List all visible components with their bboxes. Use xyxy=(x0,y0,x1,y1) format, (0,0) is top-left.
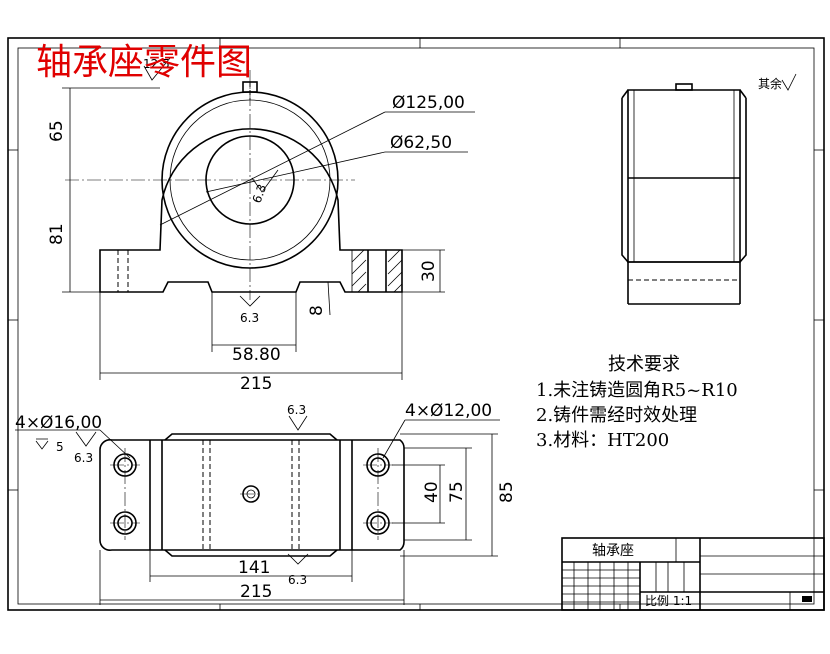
title-block-scale: 比例 1:1 xyxy=(645,594,692,608)
dim-inner-diameter: Ø62,50 xyxy=(390,133,452,153)
drawing-title: 轴承座零件图 xyxy=(36,42,252,83)
dim-outer-diameter: Ø125,00 xyxy=(392,93,465,113)
roughness-top-center: 6.3 xyxy=(287,403,306,417)
dim-depth-5: 5 xyxy=(56,440,64,454)
title-block-part-name: 轴承座 xyxy=(592,543,634,559)
roughness-other: 其余 xyxy=(758,76,782,91)
dim-holes-16: 4×Ø16,00 xyxy=(15,413,102,433)
dim-85: 85 xyxy=(497,481,517,503)
roughness-top: 12.5 xyxy=(143,57,170,71)
dim-215-top: 215 xyxy=(240,582,272,602)
dim-65: 65 xyxy=(47,120,67,142)
tech-requirement-2: 2.铸件需经时效处理 xyxy=(536,405,697,426)
title-block xyxy=(561,537,825,611)
dim-40: 40 xyxy=(422,481,442,503)
roughness-top-bottom: 6.3 xyxy=(288,573,307,587)
dim-holes-12: 4×Ø12,00 xyxy=(405,401,492,421)
dim-30: 30 xyxy=(419,260,439,282)
dim-215-front: 215 xyxy=(240,374,272,394)
tech-requirements-heading: 技术要求 xyxy=(608,354,680,375)
roughness-top-left: 6.3 xyxy=(74,451,93,465)
dim-81: 81 xyxy=(47,223,67,245)
dim-58-80: 58.80 xyxy=(232,345,281,365)
dim-141: 141 xyxy=(238,558,270,578)
roughness-bore: 6.3 xyxy=(250,182,270,205)
roughness-bottom: 6.3 xyxy=(240,311,259,325)
front-view xyxy=(62,57,475,380)
top-view xyxy=(15,415,500,605)
side-view xyxy=(621,73,797,305)
tech-requirement-3: 3.材料：HT200 xyxy=(536,430,669,451)
dim-75: 75 xyxy=(447,481,467,503)
tech-requirement-1: 1.未注铸造圆角R5~R10 xyxy=(536,380,738,401)
dim-8: 8 xyxy=(307,305,327,316)
drawing-frame xyxy=(7,37,825,611)
